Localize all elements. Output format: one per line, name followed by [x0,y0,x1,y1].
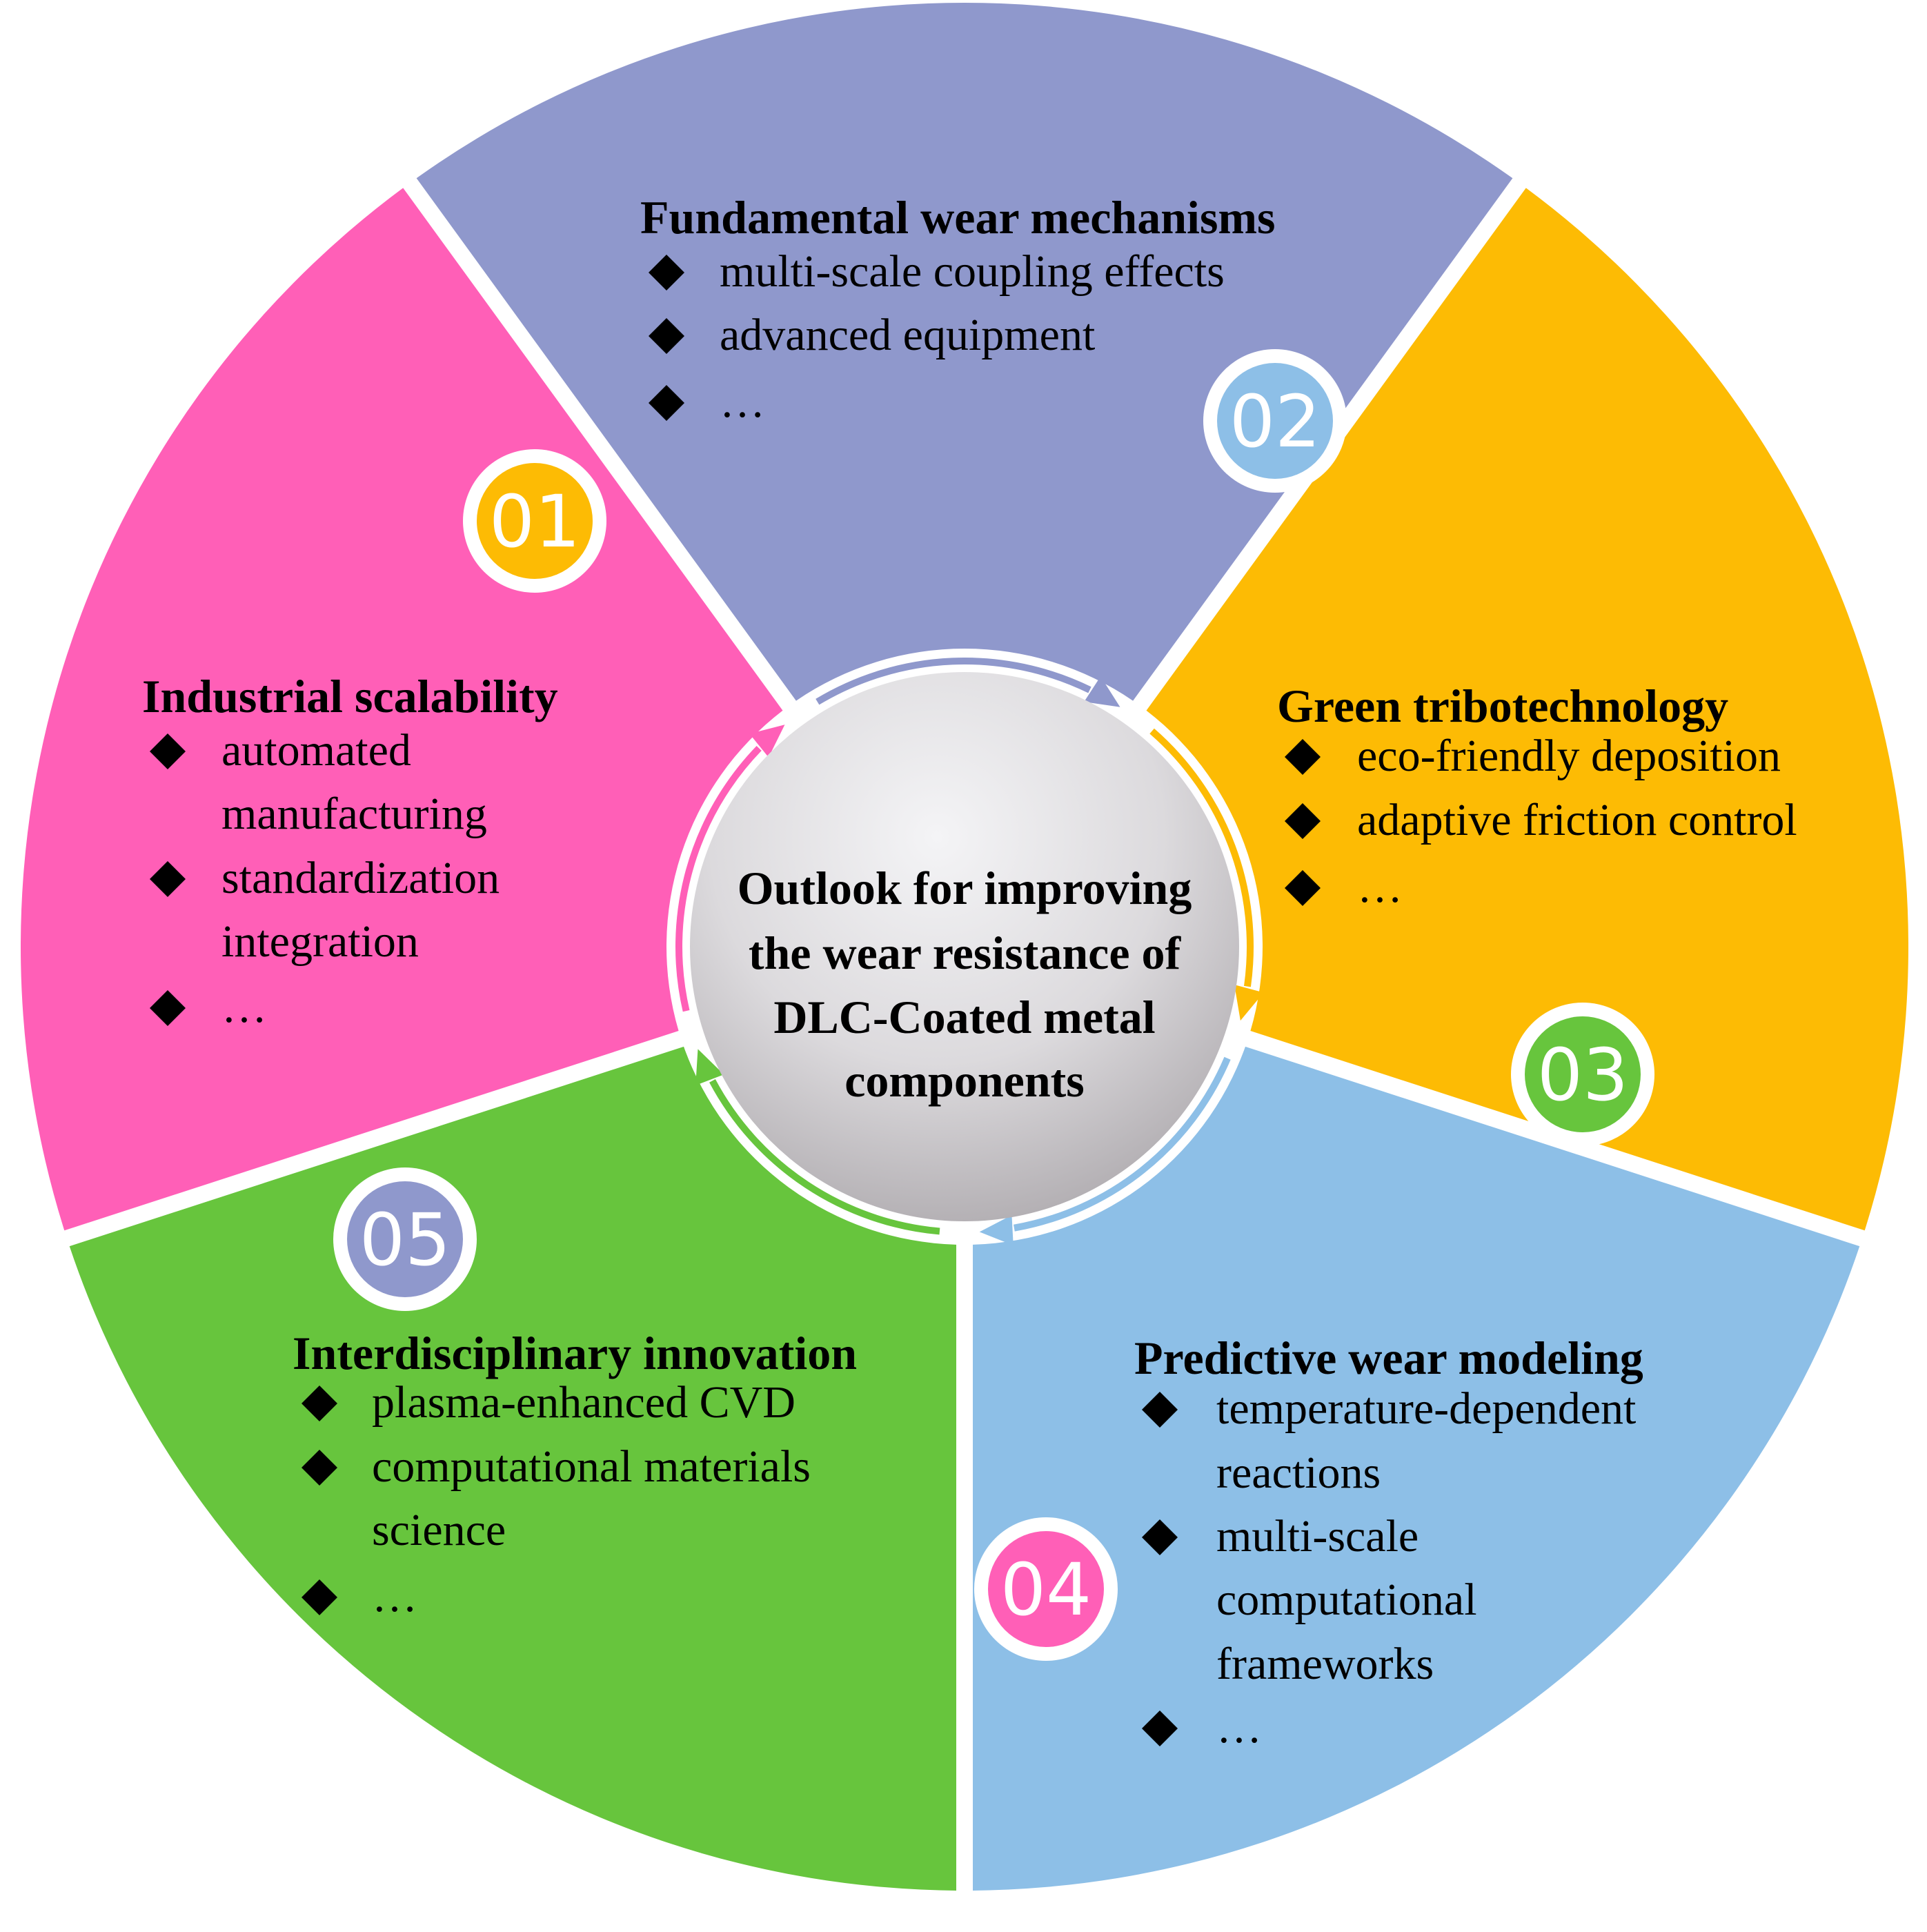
segment-item: … [1216,1702,1262,1753]
bullet-diamond-icon [1285,803,1321,839]
segment-wedge-03 [972,1046,1860,1891]
center-title-line: DLC-Coated metal [773,991,1155,1043]
segment-item: advanced equipment [720,310,1095,360]
segment-item: multi-scale [1216,1511,1419,1561]
cycle-arrow-03 [1014,1056,1231,1232]
segment-wedge-05 [20,188,783,1231]
cycle-arrowhead-04 [695,1049,724,1086]
bullet-diamond-icon [302,1579,337,1615]
badge-circle-01 [477,463,593,579]
segment-item: automated [221,725,411,776]
segment-title: Interdisciplinary innovation [293,1327,857,1379]
segment-item: adaptive friction control [1357,795,1797,845]
segment-item: integration [221,916,419,967]
center-hub [690,672,1239,1221]
segment-title: Predictive wear modeling [1134,1332,1643,1384]
center-title: Outlook for improving the wear resistance… [738,862,1192,1107]
badge-circle-03 [1525,1016,1641,1132]
cycle-arrow-05 [675,745,762,1012]
badge-circle-02 [1217,363,1333,479]
segment-item: … [1357,862,1403,912]
segment-item: … [372,1571,417,1621]
cycle-arrows [675,658,1264,1245]
segment-item: computational materials [372,1441,811,1492]
badge-number: 03 [1537,1033,1628,1117]
segment-wedge-04 [69,1046,957,1891]
segment-item: … [720,377,765,427]
segment-item: science [372,1505,506,1555]
center-title-line: Outlook for improving [738,862,1192,914]
cycle-arrowhead-02 [1234,985,1264,1021]
badge-number: 02 [1229,379,1321,464]
segment-wedge-01 [416,2,1513,701]
badge-number: 01 [489,480,580,564]
cycle-arrowhead-05 [749,724,785,758]
bullet-diamond-icon [302,1386,337,1421]
segment-item: standardization [221,853,500,903]
bullet-diamond-icon [150,990,186,1026]
segment-item: eco-friendly deposition [1357,731,1781,781]
bullet-diamond-icon [302,1450,337,1486]
segment-item: temperature-dependent [1216,1383,1636,1434]
cycle-arrowhead-03 [979,1214,1014,1245]
segment-item: plasma-enhanced CVD [372,1377,795,1428]
cycle-arrow-02 [1149,728,1254,987]
badge-number: 05 [359,1198,451,1282]
bullet-diamond-icon [649,385,684,421]
badge-circle-04 [988,1531,1104,1647]
bullet-diamond-icon [1285,870,1321,906]
bullet-diamond-icon [1142,1711,1178,1746]
segment-item: computational [1216,1575,1477,1625]
number-badges: 01 02 03 04 05 [333,349,1654,1661]
segment-title: Green tribotechnology [1277,680,1728,732]
segment-item: manufacturing [221,789,487,839]
bullet-diamond-icon [1142,1519,1178,1555]
bullet-diamond-icon [1142,1392,1178,1428]
segment-item: … [221,982,267,1032]
segment-title: Fundamental wear mechanisms [640,191,1276,244]
center-title-line: components [844,1054,1085,1107]
cycle-arrow-04 [709,1079,940,1235]
center-title-line: the wear resistance of [749,927,1182,979]
cycle-arrowhead-01 [1084,676,1120,707]
bullet-diamond-icon [150,861,186,897]
bullet-diamond-icon [649,318,684,354]
badge-circle-05 [347,1181,463,1297]
cycle-arrow-01 [816,658,1091,705]
segment-item: multi-scale coupling effects [720,246,1225,297]
badge-number: 04 [1000,1548,1091,1632]
bullet-diamond-icon [150,733,186,769]
segment-item: reactions [1216,1448,1381,1498]
bullet-diamond-icon [1285,739,1321,775]
bullet-diamond-icon [649,255,684,290]
segment-title: Industrial scalability [142,670,558,722]
segment-item: frameworks [1216,1639,1434,1689]
